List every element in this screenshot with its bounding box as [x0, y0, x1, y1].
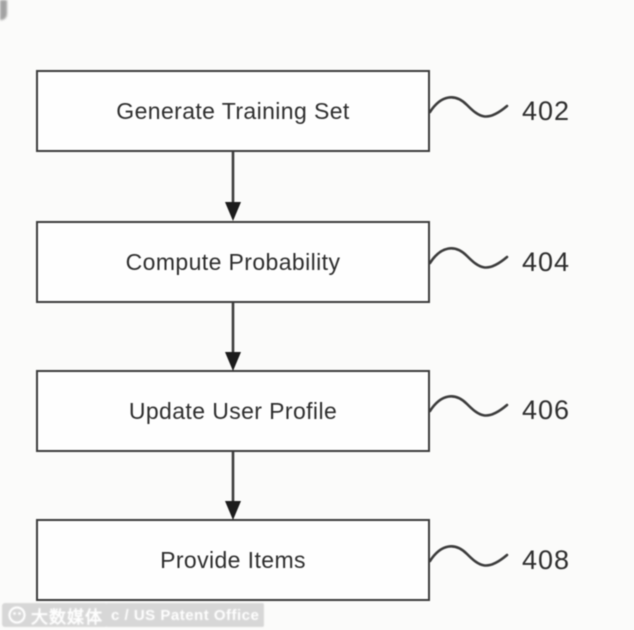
down-arrow-icon	[225, 302, 241, 371]
flow-box-provide-items: Provide Items	[36, 519, 430, 601]
down-arrow-icon	[225, 152, 241, 221]
lead-line-squiggle	[428, 395, 509, 417]
scan-artifact	[0, 0, 7, 20]
watermark-site-text: 大数媒体	[31, 607, 103, 627]
reference-number-404: 404	[522, 246, 571, 277]
lead-line-squiggle	[428, 545, 509, 567]
reference-number-406: 406	[522, 394, 571, 425]
watermark-credit-text: c / US Patent Office	[106, 603, 265, 627]
flow-box-label: Update User Profile	[128, 397, 338, 424]
reference-number-408: 408	[522, 544, 571, 575]
lead-line-squiggle	[428, 247, 509, 269]
reference-number-402: 402	[522, 95, 571, 126]
flow-box-label: Compute Probability	[125, 248, 341, 275]
flow-box-update-user-profile: Update User Profile	[36, 370, 430, 452]
watermark-site-chip: 大数媒体	[2, 603, 108, 627]
flow-box-compute-probability: Compute Probability	[36, 221, 430, 303]
flow-box-generate-training-set: Generate Training Set	[36, 70, 430, 152]
lead-line-squiggle	[428, 96, 509, 118]
watermark-logo-icon	[8, 606, 26, 624]
down-arrow-icon	[225, 451, 241, 520]
flow-box-label: Generate Training Set	[116, 97, 350, 124]
flow-box-label: Provide Items	[160, 546, 306, 573]
watermark-bar: 大数媒体 c / US Patent Office	[2, 602, 265, 628]
